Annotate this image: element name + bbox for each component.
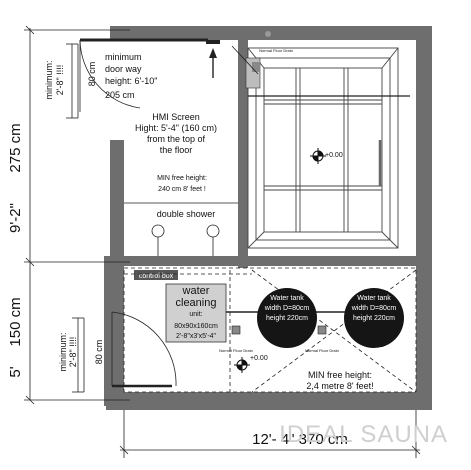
tank-right-line-2: width D=80cm <box>351 305 397 312</box>
hmi-line-3: from the top of <box>147 134 206 144</box>
walls <box>104 26 432 410</box>
hmi-line-2: Hight: 5'-4" (160 cm) <box>135 123 217 133</box>
sauna-cabin <box>247 47 410 249</box>
upper-level-label: +0.00 <box>325 152 343 159</box>
dim-upper-cm: 275 cm <box>7 123 24 172</box>
sauna-corner-fixture <box>231 45 261 89</box>
water-unit-line-5: 2'-8"x3'x5'-4" <box>176 333 217 340</box>
upper-floor-drain-icon <box>265 31 271 37</box>
tank-right-line-1: Water tank <box>357 295 391 302</box>
lower-free-height-1: MIN free height: <box>308 370 372 380</box>
tank-left-line-1: Water tank <box>270 295 304 302</box>
dim-upper-ft: 9'-2" <box>7 203 24 233</box>
upper-door-width: 80 cm <box>87 62 97 87</box>
upper-door-note-2: door way <box>105 64 142 74</box>
upper-door-clearance-min: minimum: <box>44 60 54 99</box>
upper-free-height-1: MIN free height: <box>157 175 207 182</box>
hmi-line-4: the floor <box>160 145 193 155</box>
hmi-line-1: HMI Screen <box>152 112 200 122</box>
water-tank-right <box>344 288 404 348</box>
tank-left-line-3: height 220cm <box>266 315 308 322</box>
water-cleaning-unit <box>165 283 227 343</box>
lower-floor-drain-left-icon <box>231 325 241 335</box>
tank-right-line-3: height 220cm <box>353 315 395 322</box>
watermark: IDEAL SAUNA <box>279 421 448 448</box>
double-shower <box>124 202 238 256</box>
lower-level-marker <box>234 357 250 373</box>
lower-free-height-2: 2,4 metre 8' feet! <box>306 381 373 391</box>
tank-left-line-2: width D=80cm <box>264 305 310 312</box>
lower-dashed-lines <box>123 267 417 393</box>
upper-free-height-2: 240 cm 8' feet ! <box>158 186 206 193</box>
control-box-label: control box <box>139 273 174 280</box>
lower-floor-drain-mid-label: Normal Floor Drain <box>305 348 339 353</box>
upper-door-clearance-ft: 2'-8" !!!! <box>55 65 65 95</box>
lower-door-width: 80 cm <box>94 340 104 365</box>
dimension-lines <box>24 25 421 458</box>
water-unit-line-1: water <box>182 285 210 297</box>
upper-floor-drain-label: Normal Floor Drain <box>259 48 293 53</box>
lower-floor-drain-left-label: Normal Floor Drain <box>219 348 253 353</box>
water-unit-line-2: cleaning <box>176 297 217 309</box>
lower-floor-drain-mid-icon <box>317 325 327 335</box>
control-box <box>134 270 178 280</box>
dim-total-width: 12'- 4" 370 cm <box>252 431 348 448</box>
lower-door-clearance-min: minimum: <box>58 332 68 371</box>
lower-level-label: +0.00 <box>250 355 268 362</box>
water-unit-line-4: 80x90x160cm <box>174 323 218 330</box>
water-tank-left <box>257 288 317 348</box>
dim-lower-ft: 5' <box>7 366 24 377</box>
upper-door <box>79 38 220 112</box>
dim-lower-cm: 150 cm <box>7 297 24 346</box>
lower-door-clearance-ft: 2'-8" !!!! <box>68 337 78 367</box>
lower-door <box>111 311 177 388</box>
upper-level-marker <box>310 148 326 164</box>
upper-door-note-4: 205 cm <box>105 90 135 100</box>
upper-door-note-1: minimum <box>105 52 142 62</box>
upper-door-note-3: height: 6'-10" <box>105 76 157 86</box>
shower-label: double shower <box>157 209 216 219</box>
water-unit-line-3: unit: <box>189 311 202 318</box>
